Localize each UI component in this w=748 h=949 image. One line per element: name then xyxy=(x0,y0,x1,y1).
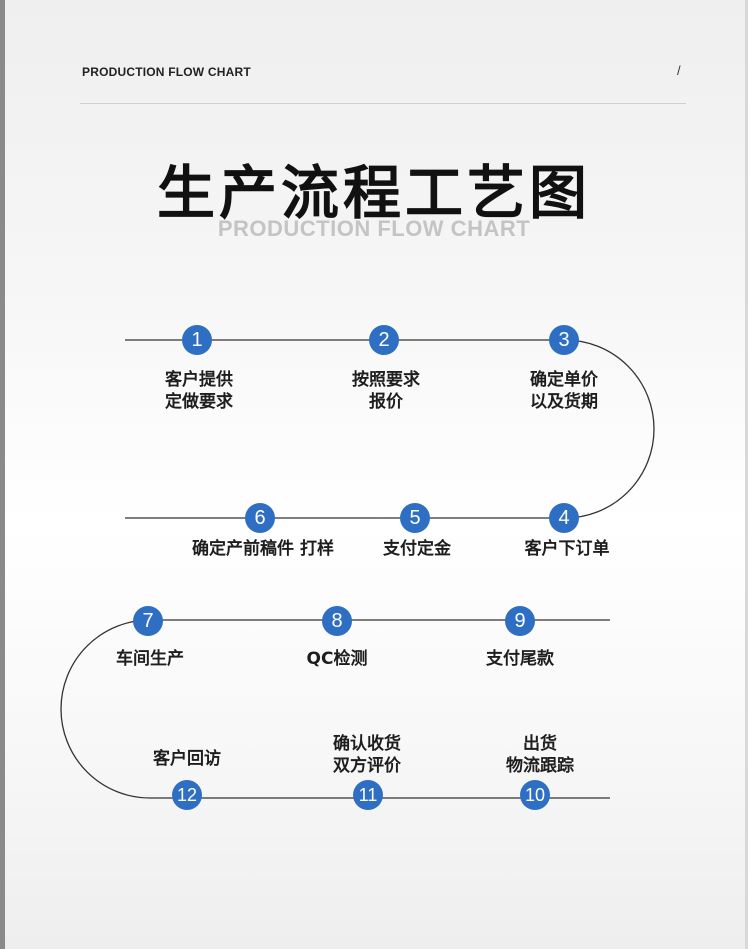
step-number-8: 8 xyxy=(322,606,352,636)
header-slash: / xyxy=(677,63,681,78)
step-number-9: 9 xyxy=(505,606,535,636)
left-edge-bar xyxy=(0,0,5,949)
header-label: PRODUCTION FLOW CHART xyxy=(82,65,251,79)
flow-line-lower xyxy=(60,619,610,799)
step-label-5: 支付定金 xyxy=(383,539,451,559)
right-edge-bar xyxy=(745,0,748,949)
step-number-7: 7 xyxy=(133,606,163,636)
step-number-11: 11 xyxy=(353,780,383,810)
step-number-5: 5 xyxy=(400,503,430,533)
step-label-2: 按照要求 报价 xyxy=(352,370,420,412)
step-number-12: 12 xyxy=(172,780,202,810)
page-title: 生产流程工艺图 xyxy=(156,159,591,227)
page-subtitle: PRODUCTION FLOW CHART xyxy=(217,216,531,241)
header-divider xyxy=(80,103,686,104)
step-label-3: 确定单价 以及货期 xyxy=(530,370,598,412)
step-label-4: 客户下订单 xyxy=(524,539,610,559)
step-label-12: 客户回访 xyxy=(153,749,221,769)
step-label-9: 支付尾款 xyxy=(486,649,554,669)
step-label-1: 客户提供 定做要求 xyxy=(165,370,233,412)
flow-line-upper xyxy=(125,339,655,519)
step-number-10: 10 xyxy=(520,780,550,810)
step-label-11: 确认收货 双方评价 xyxy=(333,734,401,776)
step-number-2: 2 xyxy=(369,325,399,355)
step-label-6: 确定产前稿件 打样 xyxy=(192,539,334,559)
step-label-8: QC检测 xyxy=(306,649,368,669)
step-number-4: 4 xyxy=(549,503,579,533)
step-number-6: 6 xyxy=(245,503,275,533)
step-label-7: 车间生产 xyxy=(116,649,184,669)
step-number-3: 3 xyxy=(549,325,579,355)
step-label-10: 出货 物流跟踪 xyxy=(506,734,574,776)
step-number-1: 1 xyxy=(182,325,212,355)
